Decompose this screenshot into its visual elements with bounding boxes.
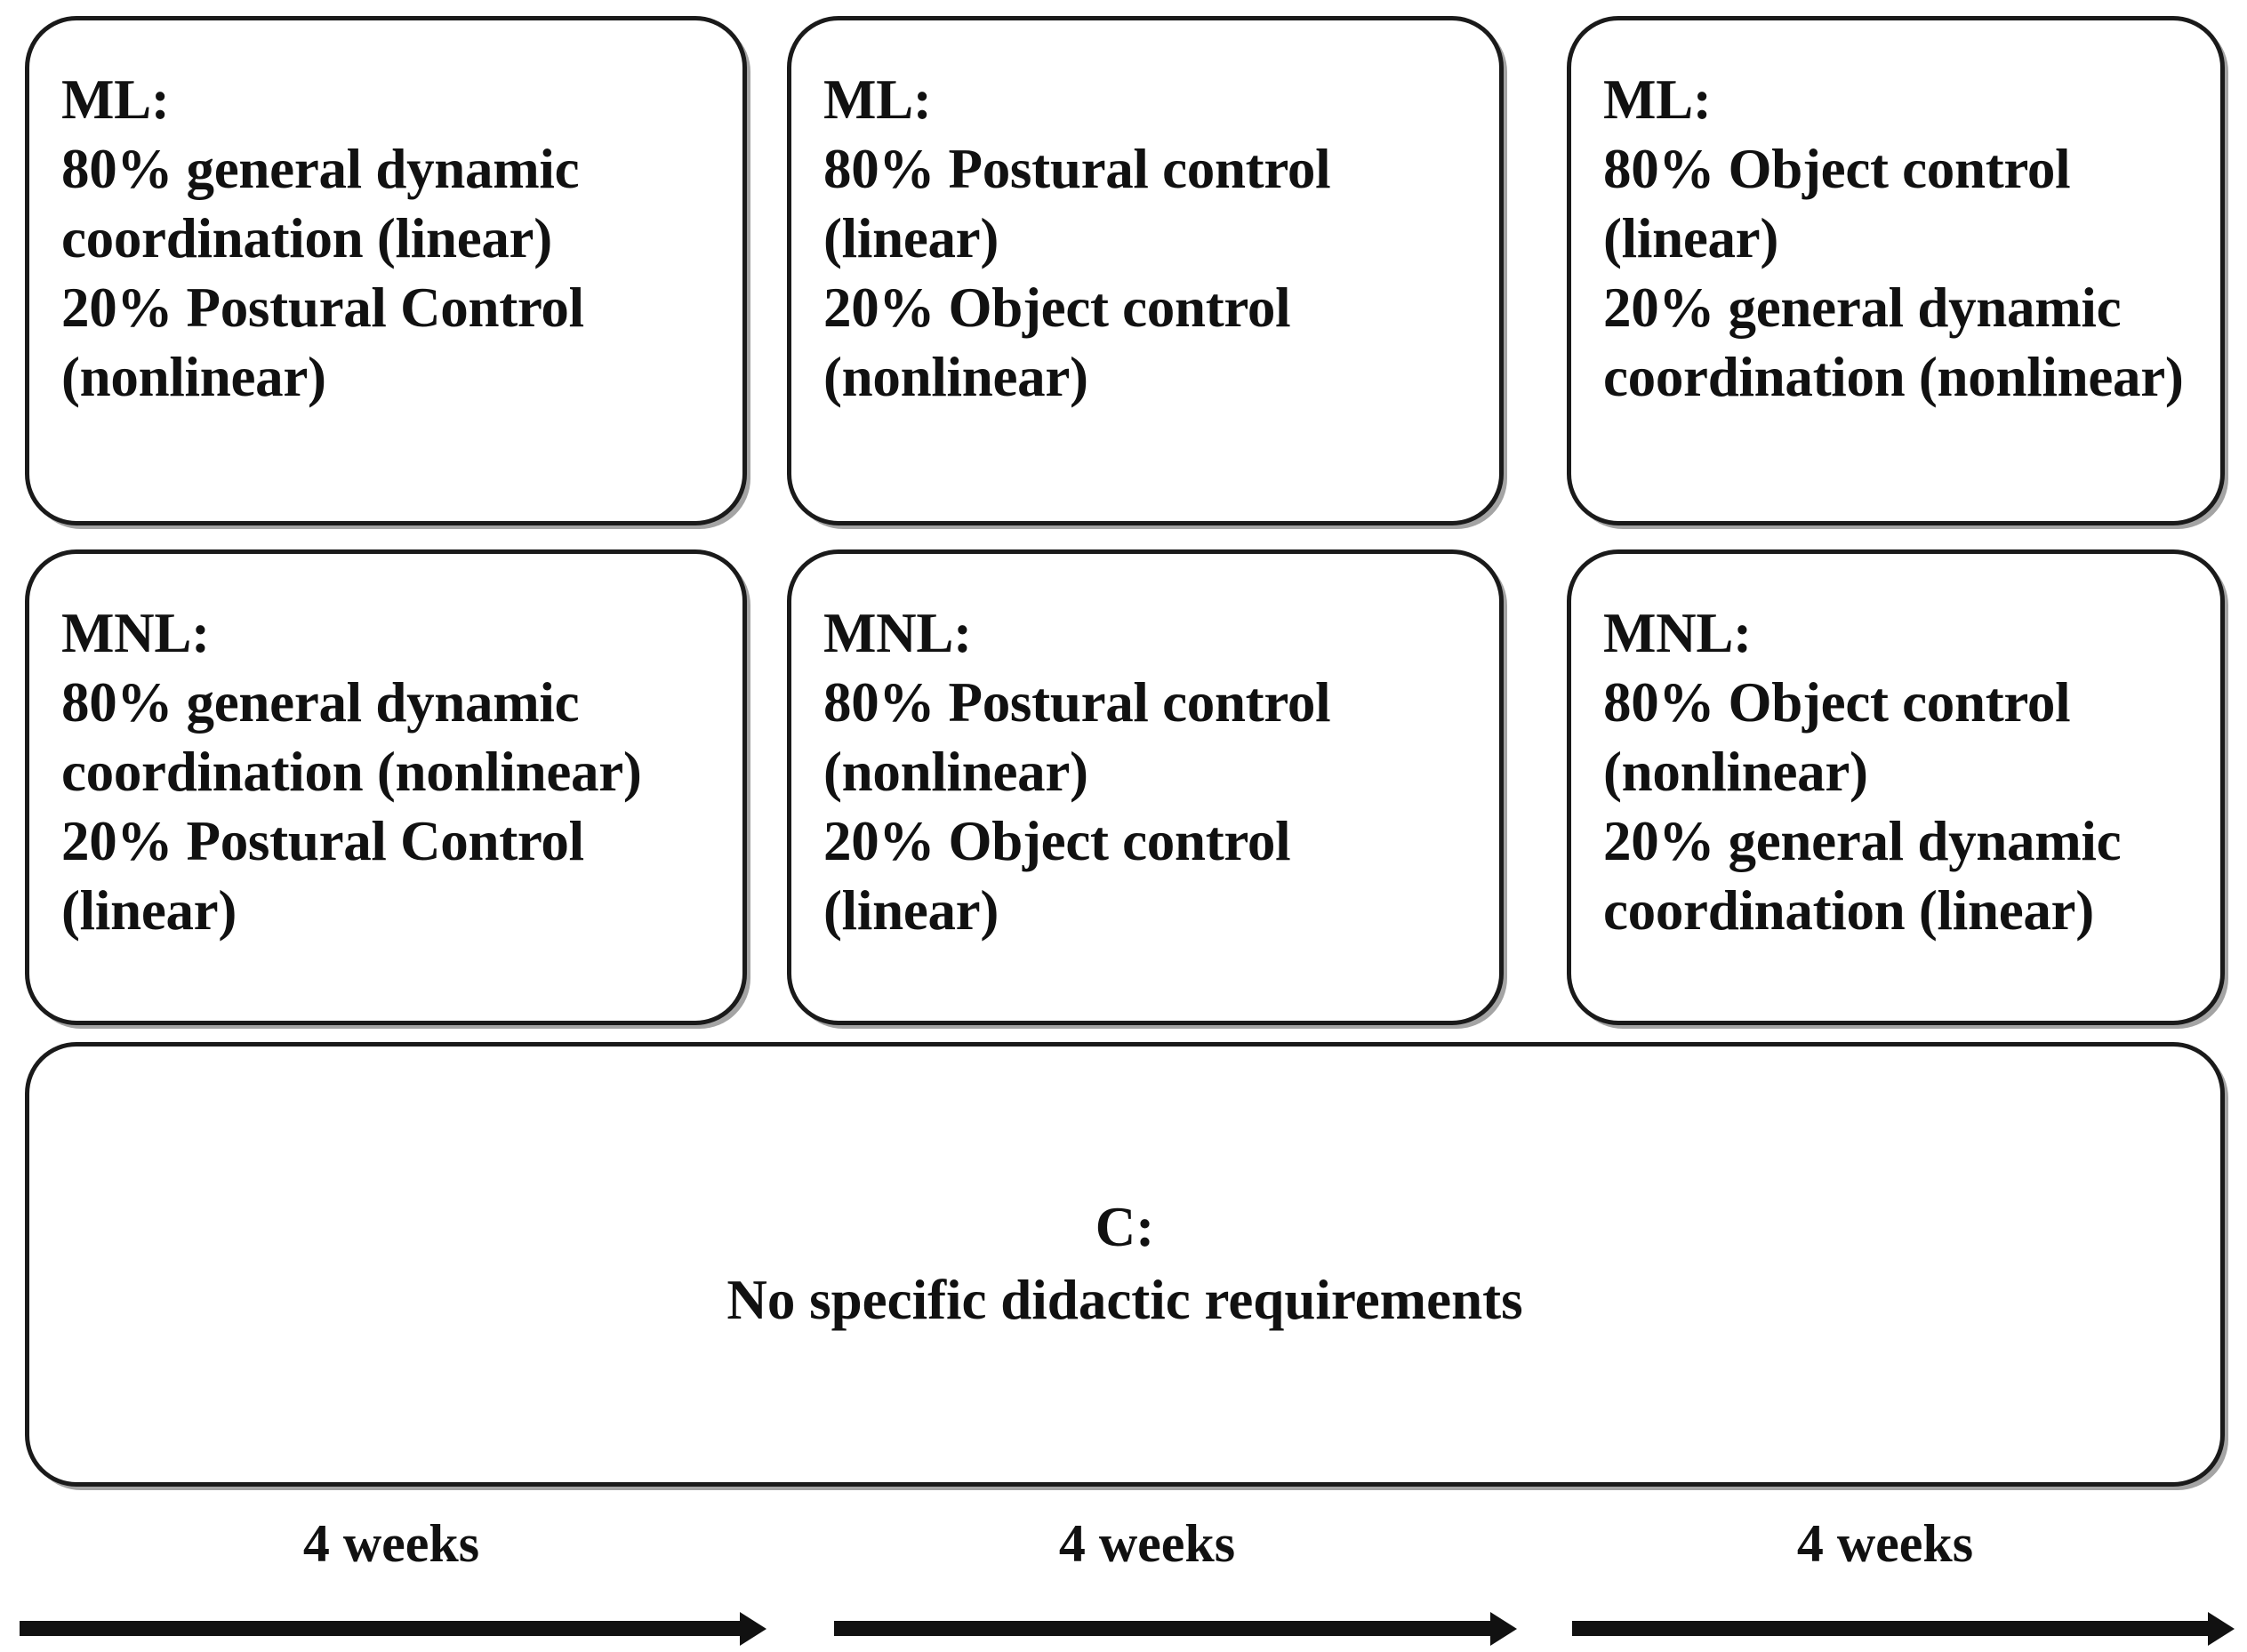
control-group-box: C: No specific didactic requirements [25, 1042, 2225, 1487]
mnl-phase3-box: MNL: 80% Object control (nonlinear) 20% … [1567, 549, 2225, 1025]
mnl-phase2-text: MNL: 80% Postural control (nonlinear) 20… [823, 598, 1478, 946]
mnl-phase2-group-label: MNL: [823, 602, 972, 664]
mnl-phase3-body: 80% Object control (nonlinear) 20% gener… [1603, 671, 2122, 942]
timeline-phase2-duration: 4 weeks [1058, 1514, 1236, 1573]
timeline-phase2-arrow-icon [834, 1611, 1517, 1647]
ml-phase2-text: ML: 80% Postural control (linear) 20% Ob… [823, 65, 1478, 413]
control-group-title: C: [1095, 1196, 1155, 1259]
mnl-phase1-group-label: MNL: [61, 602, 210, 664]
timeline-phase1-arrow-icon [20, 1611, 766, 1647]
mnl-phase1-body: 80% general dynamic coordination (nonlin… [61, 671, 642, 942]
arrow-head [1490, 1612, 1517, 1646]
ml-phase1-group-label: ML: [61, 68, 170, 131]
arrow-shaft [1572, 1621, 2211, 1636]
ml-phase3-body: 80% Object control (linear) 20% general … [1603, 138, 2184, 409]
ml-phase1-text: ML: 80% general dynamic coordination (li… [61, 65, 721, 413]
mnl-phase2-box: MNL: 80% Postural control (nonlinear) 20… [787, 549, 1504, 1025]
arrow-head [740, 1612, 766, 1646]
mnl-phase1-text: MNL: 80% general dynamic coordination (n… [61, 598, 721, 946]
ml-phase3-text: ML: 80% Object control (linear) 20% gene… [1603, 65, 2199, 413]
control-group-content: C: No specific didactic requirements [29, 1047, 2220, 1482]
timeline-phase3-duration: 4 weeks [1796, 1514, 1974, 1573]
ml-phase1-box: ML: 80% general dynamic coordination (li… [25, 16, 747, 525]
mnl-phase1-box: MNL: 80% general dynamic coordination (n… [25, 549, 747, 1025]
arrow-shaft [834, 1621, 1494, 1636]
control-group-description: No specific didactic requirements [726, 1269, 1523, 1331]
ml-phase2-group-label: ML: [823, 68, 932, 131]
timeline-phase3-arrow-icon [1572, 1611, 2235, 1647]
ml-phase3-box: ML: 80% Object control (linear) 20% gene… [1567, 16, 2225, 525]
timeline-phase1-duration: 4 weeks [302, 1514, 480, 1573]
ml-phase2-box: ML: 80% Postural control (linear) 20% Ob… [787, 16, 1504, 525]
mnl-phase2-body: 80% Postural control (nonlinear) 20% Obj… [823, 671, 1331, 942]
arrow-head [2208, 1612, 2235, 1646]
ml-phase1-body: 80% general dynamic coordination (linear… [61, 138, 584, 409]
mnl-phase3-text: MNL: 80% Object control (nonlinear) 20% … [1603, 598, 2199, 946]
ml-phase3-group-label: ML: [1603, 68, 1712, 131]
mnl-phase3-group-label: MNL: [1603, 602, 1752, 664]
arrow-shaft [20, 1621, 743, 1636]
ml-phase2-body: 80% Postural control (linear) 20% Object… [823, 138, 1331, 409]
